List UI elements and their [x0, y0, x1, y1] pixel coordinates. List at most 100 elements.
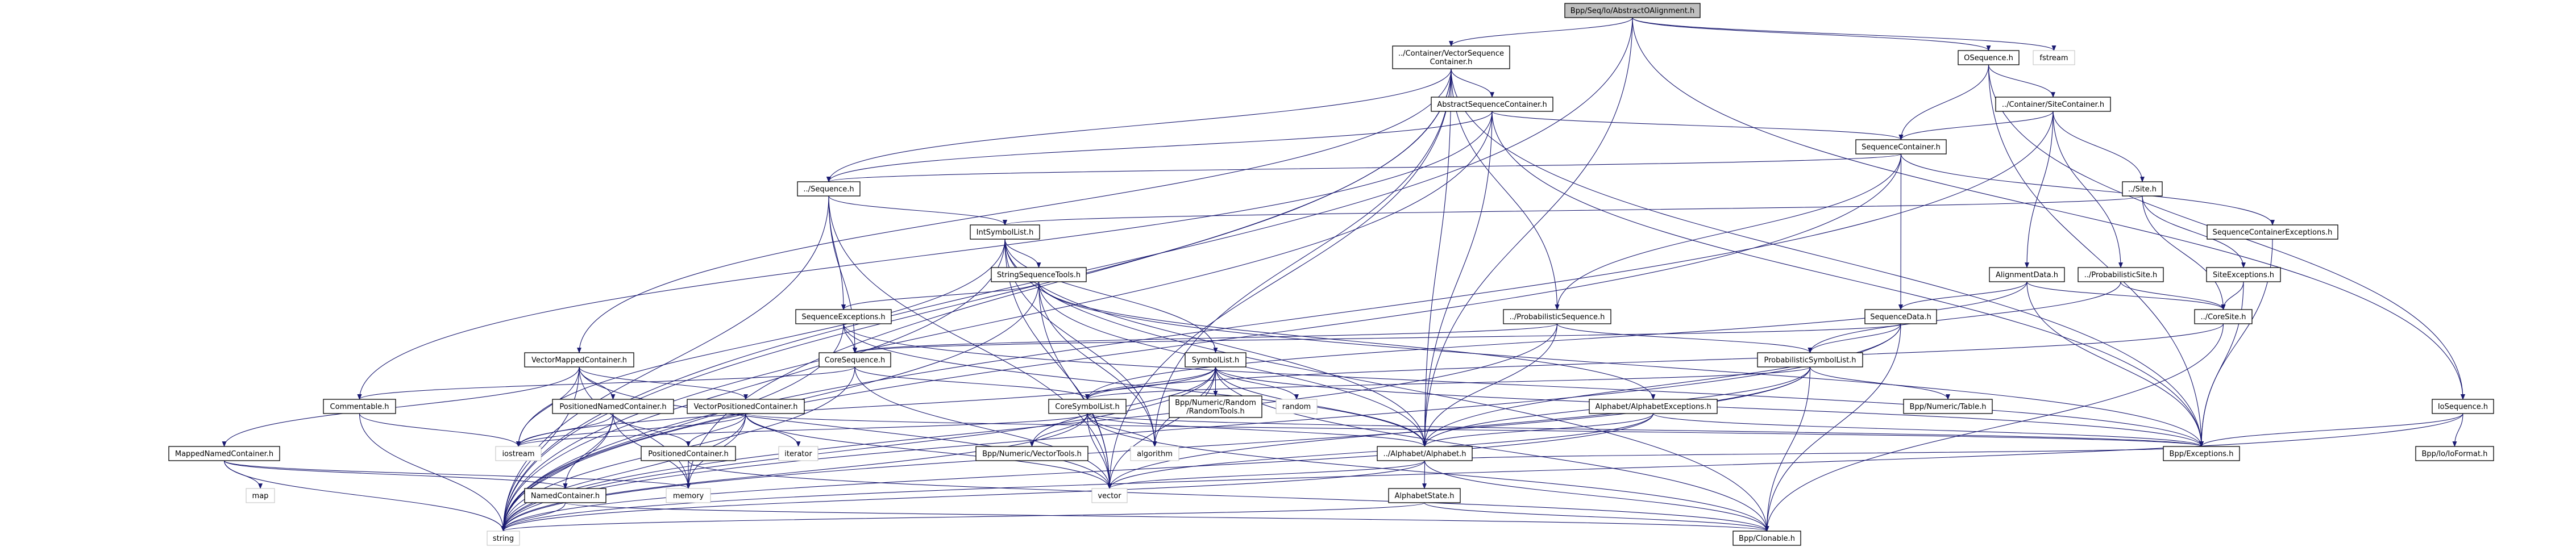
node-string: string — [487, 531, 520, 546]
node-box — [1130, 446, 1179, 461]
node-label: Bpp/Io/IoFormat.h — [2422, 450, 2488, 458]
node-box — [2163, 446, 2240, 461]
node-label: ../CoreSite.h — [2200, 313, 2246, 321]
node-alignmentdata[interactable]: AlignmentData.h — [1989, 267, 2065, 282]
edge-coresymbollist-to-vector — [1087, 413, 1112, 489]
node-site[interactable]: ../Site.h — [2122, 181, 2163, 197]
node-seqdata[interactable]: SequenceData.h — [1864, 309, 1937, 324]
edge-probseq-to-probsymlist — [1556, 323, 1813, 353]
node-box — [1589, 399, 1718, 414]
node-randomtools[interactable]: Bpp/Numeric/Random/RandomTools.h — [1169, 395, 1262, 418]
node-label: /RandomTools.h — [1186, 407, 1245, 416]
edge-intsymbollist-to-symbollist — [1004, 239, 1218, 353]
edge-sequence-to-vector — [828, 195, 1112, 489]
edge-coresequence-to-vector — [854, 366, 1112, 489]
node-sequence[interactable]: ../Sequence.h — [797, 181, 861, 197]
node-alphabetex[interactable]: Alphabet/AlphabetExceptions.h — [1589, 399, 1718, 414]
edge-pnc-to-poscontainer — [612, 413, 691, 447]
edge-intsymbollist-to-string — [501, 239, 1006, 532]
edge-vmc-to-mnc — [222, 366, 580, 447]
node-probsymlist[interactable]: ProbabilisticSymbolList.h — [1757, 352, 1863, 368]
node-label: ../ProbabilisticSite.h — [2084, 271, 2158, 279]
edge-vmc-to-vpc — [579, 366, 748, 400]
node-box — [818, 352, 891, 368]
node-algorithm: algorithm — [1130, 446, 1179, 461]
node-label: VectorPositionedContainer.h — [694, 403, 798, 411]
node-ioformat[interactable]: Bpp/Io/IoFormat.h — [2415, 446, 2494, 461]
node-alphabetstate[interactable]: AlphabetState.h — [1388, 488, 1461, 503]
node-symbollist[interactable]: SymbolList.h — [1185, 352, 1247, 368]
node-vpc[interactable]: VectorPositionedContainer.h — [687, 399, 805, 414]
edge-seqcontainer-to-scex — [1900, 153, 2275, 226]
node-label: map — [252, 492, 269, 500]
node-memory: memory — [666, 488, 711, 503]
edge-probsymlist-to-vector — [1107, 366, 1811, 489]
node-pnc[interactable]: PositionedNamedContainer.h — [552, 399, 674, 414]
node-label: PositionedContainer.h — [648, 450, 729, 458]
node-commentable[interactable]: Commentable.h — [323, 399, 396, 414]
edge-vpc-to-iterator — [745, 413, 801, 447]
edge-iosequence-to-exceptions — [2199, 413, 2463, 447]
node-root[interactable]: Bpp/Seq/Io/AbstractOAlignment.h — [1564, 3, 1701, 18]
node-box — [2206, 267, 2281, 282]
edge-seqex-to-coresequence — [843, 323, 857, 353]
node-scex[interactable]: SequenceContainerExceptions.h — [2207, 224, 2338, 240]
edge-asc-to-sequence — [826, 111, 1493, 182]
node-sitecontainer[interactable]: ../Container/SiteContainer.h — [1995, 97, 2111, 112]
node-label: OSequence.h — [1964, 54, 2013, 62]
edge-osequence-to-seqcontainer — [1898, 64, 1989, 140]
node-box — [1048, 399, 1127, 414]
node-map: map — [246, 488, 275, 503]
node-box — [2122, 181, 2163, 197]
edge-commentable-to-iostream — [359, 413, 521, 447]
node-siteex[interactable]: SiteExceptions.h — [2206, 267, 2281, 282]
edge-root-to-fstream — [1632, 17, 2056, 51]
edge-sequence-to-intsymbollist — [828, 195, 1007, 226]
node-iosequence[interactable]: IoSequence.h — [2432, 399, 2494, 414]
node-asc[interactable]: AbstractSequenceContainer.h — [1431, 97, 1553, 112]
node-label: Alphabet/AlphabetExceptions.h — [1595, 403, 1711, 411]
node-table[interactable]: Bpp/Numeric/Table.h — [1903, 399, 1993, 414]
edge-symbollist-to-clonable — [1215, 366, 1769, 532]
node-box — [1503, 309, 1611, 324]
edge-intsymbollist-to-sst — [1004, 239, 1041, 268]
node-namedcontainer[interactable]: NamedContainer.h — [524, 488, 606, 503]
edge-coresymbollist-to-vectortools — [1029, 413, 1088, 447]
node-label: Bpp/Numeric/Random — [1175, 399, 1256, 407]
edge-vpc-to-exceptions — [745, 413, 2204, 447]
node-coresymbollist[interactable]: CoreSymbolList.h — [1048, 399, 1127, 414]
node-mnc[interactable]: MappedNamedContainer.h — [168, 446, 280, 461]
edge-alphabet-to-clonable — [1424, 460, 1769, 532]
edge-osequence-to-exceptions — [1988, 64, 2204, 447]
node-label: string — [493, 535, 514, 543]
edge-root-to-vsc — [1449, 17, 1633, 47]
node-vmc[interactable]: VectorMappedContainer.h — [524, 352, 634, 368]
node-probsite[interactable]: ../ProbabilisticSite.h — [2078, 267, 2164, 282]
edge-intsymbollist-to-iostream — [516, 239, 1006, 447]
node-clonable[interactable]: Bpp/Clonable.h — [1732, 531, 1801, 546]
node-seqex[interactable]: SequenceExceptions.h — [795, 309, 892, 324]
node-box — [524, 488, 606, 503]
node-box — [2194, 309, 2253, 324]
node-fstream: fstream — [2033, 50, 2075, 65]
node-coresite[interactable]: ../CoreSite.h — [2194, 309, 2253, 324]
node-probseq[interactable]: ../ProbabilisticSequence.h — [1503, 309, 1611, 324]
node-seqcontainer[interactable]: SequenceContainer.h — [1855, 139, 1947, 155]
edge-seqdata-to-alphabet — [1422, 323, 1901, 447]
node-alphabet[interactable]: ../Alphabet/Alphabet.h — [1377, 446, 1473, 461]
node-osequence[interactable]: OSequence.h — [1958, 50, 2020, 65]
node-label: ../Sequence.h — [803, 185, 854, 194]
edge-asc-to-commentable — [357, 111, 1493, 400]
node-box — [970, 224, 1040, 240]
node-label: CoreSequence.h — [825, 356, 886, 365]
node-vectortools[interactable]: Bpp/Numeric/VectorTools.h — [975, 446, 1088, 461]
node-exceptions[interactable]: Bpp/Exceptions.h — [2163, 446, 2240, 461]
node-poscontainer[interactable]: PositionedContainer.h — [641, 446, 736, 461]
node-sst[interactable]: StringSequenceTools.h — [991, 267, 1087, 282]
node-coresequence[interactable]: CoreSequence.h — [818, 352, 891, 368]
edge-sst-to-algorithm — [1038, 281, 1157, 447]
node-intsymbollist[interactable]: IntSymbolList.h — [970, 224, 1040, 240]
node-label: AlphabetState.h — [1394, 492, 1454, 500]
